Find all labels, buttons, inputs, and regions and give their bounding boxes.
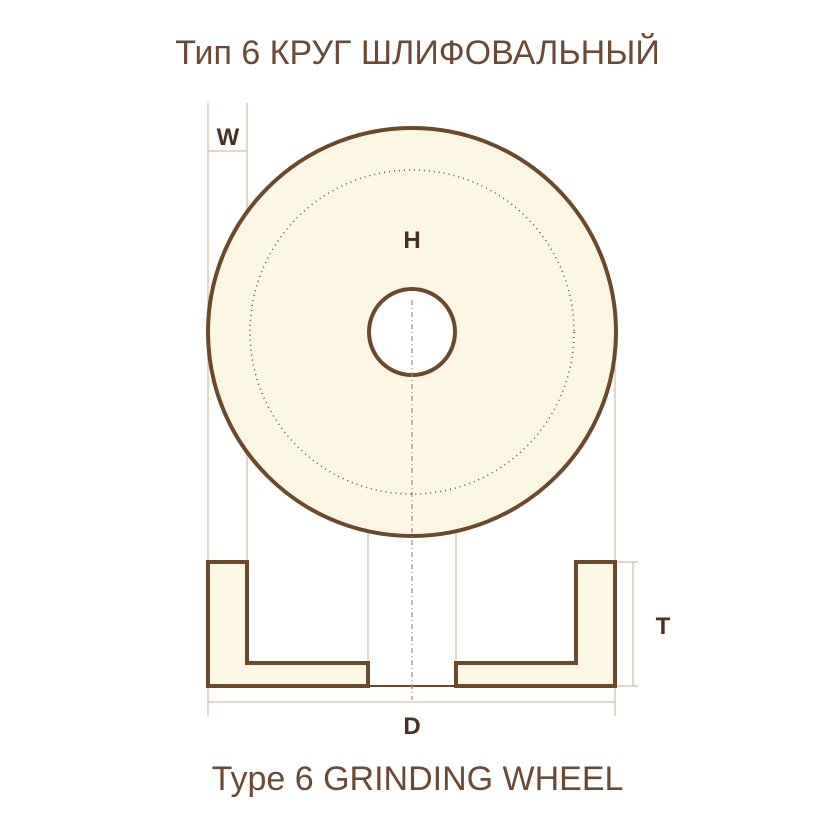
title-russian: Тип 6 КРУГ ШЛИФОВАЛЬНЫЙ: [175, 34, 660, 72]
dimension-label-h: H: [403, 227, 420, 254]
dimension-label-w: W: [217, 124, 240, 151]
dimension-label-t: T: [656, 613, 671, 640]
recess-dotted-circle: [249, 169, 575, 495]
section-right-wall: [454, 560, 617, 688]
dimension-label-d: D: [403, 713, 420, 740]
title-english: Type 6 GRINDING WHEEL: [211, 760, 624, 798]
section-left-wall: [206, 560, 370, 688]
